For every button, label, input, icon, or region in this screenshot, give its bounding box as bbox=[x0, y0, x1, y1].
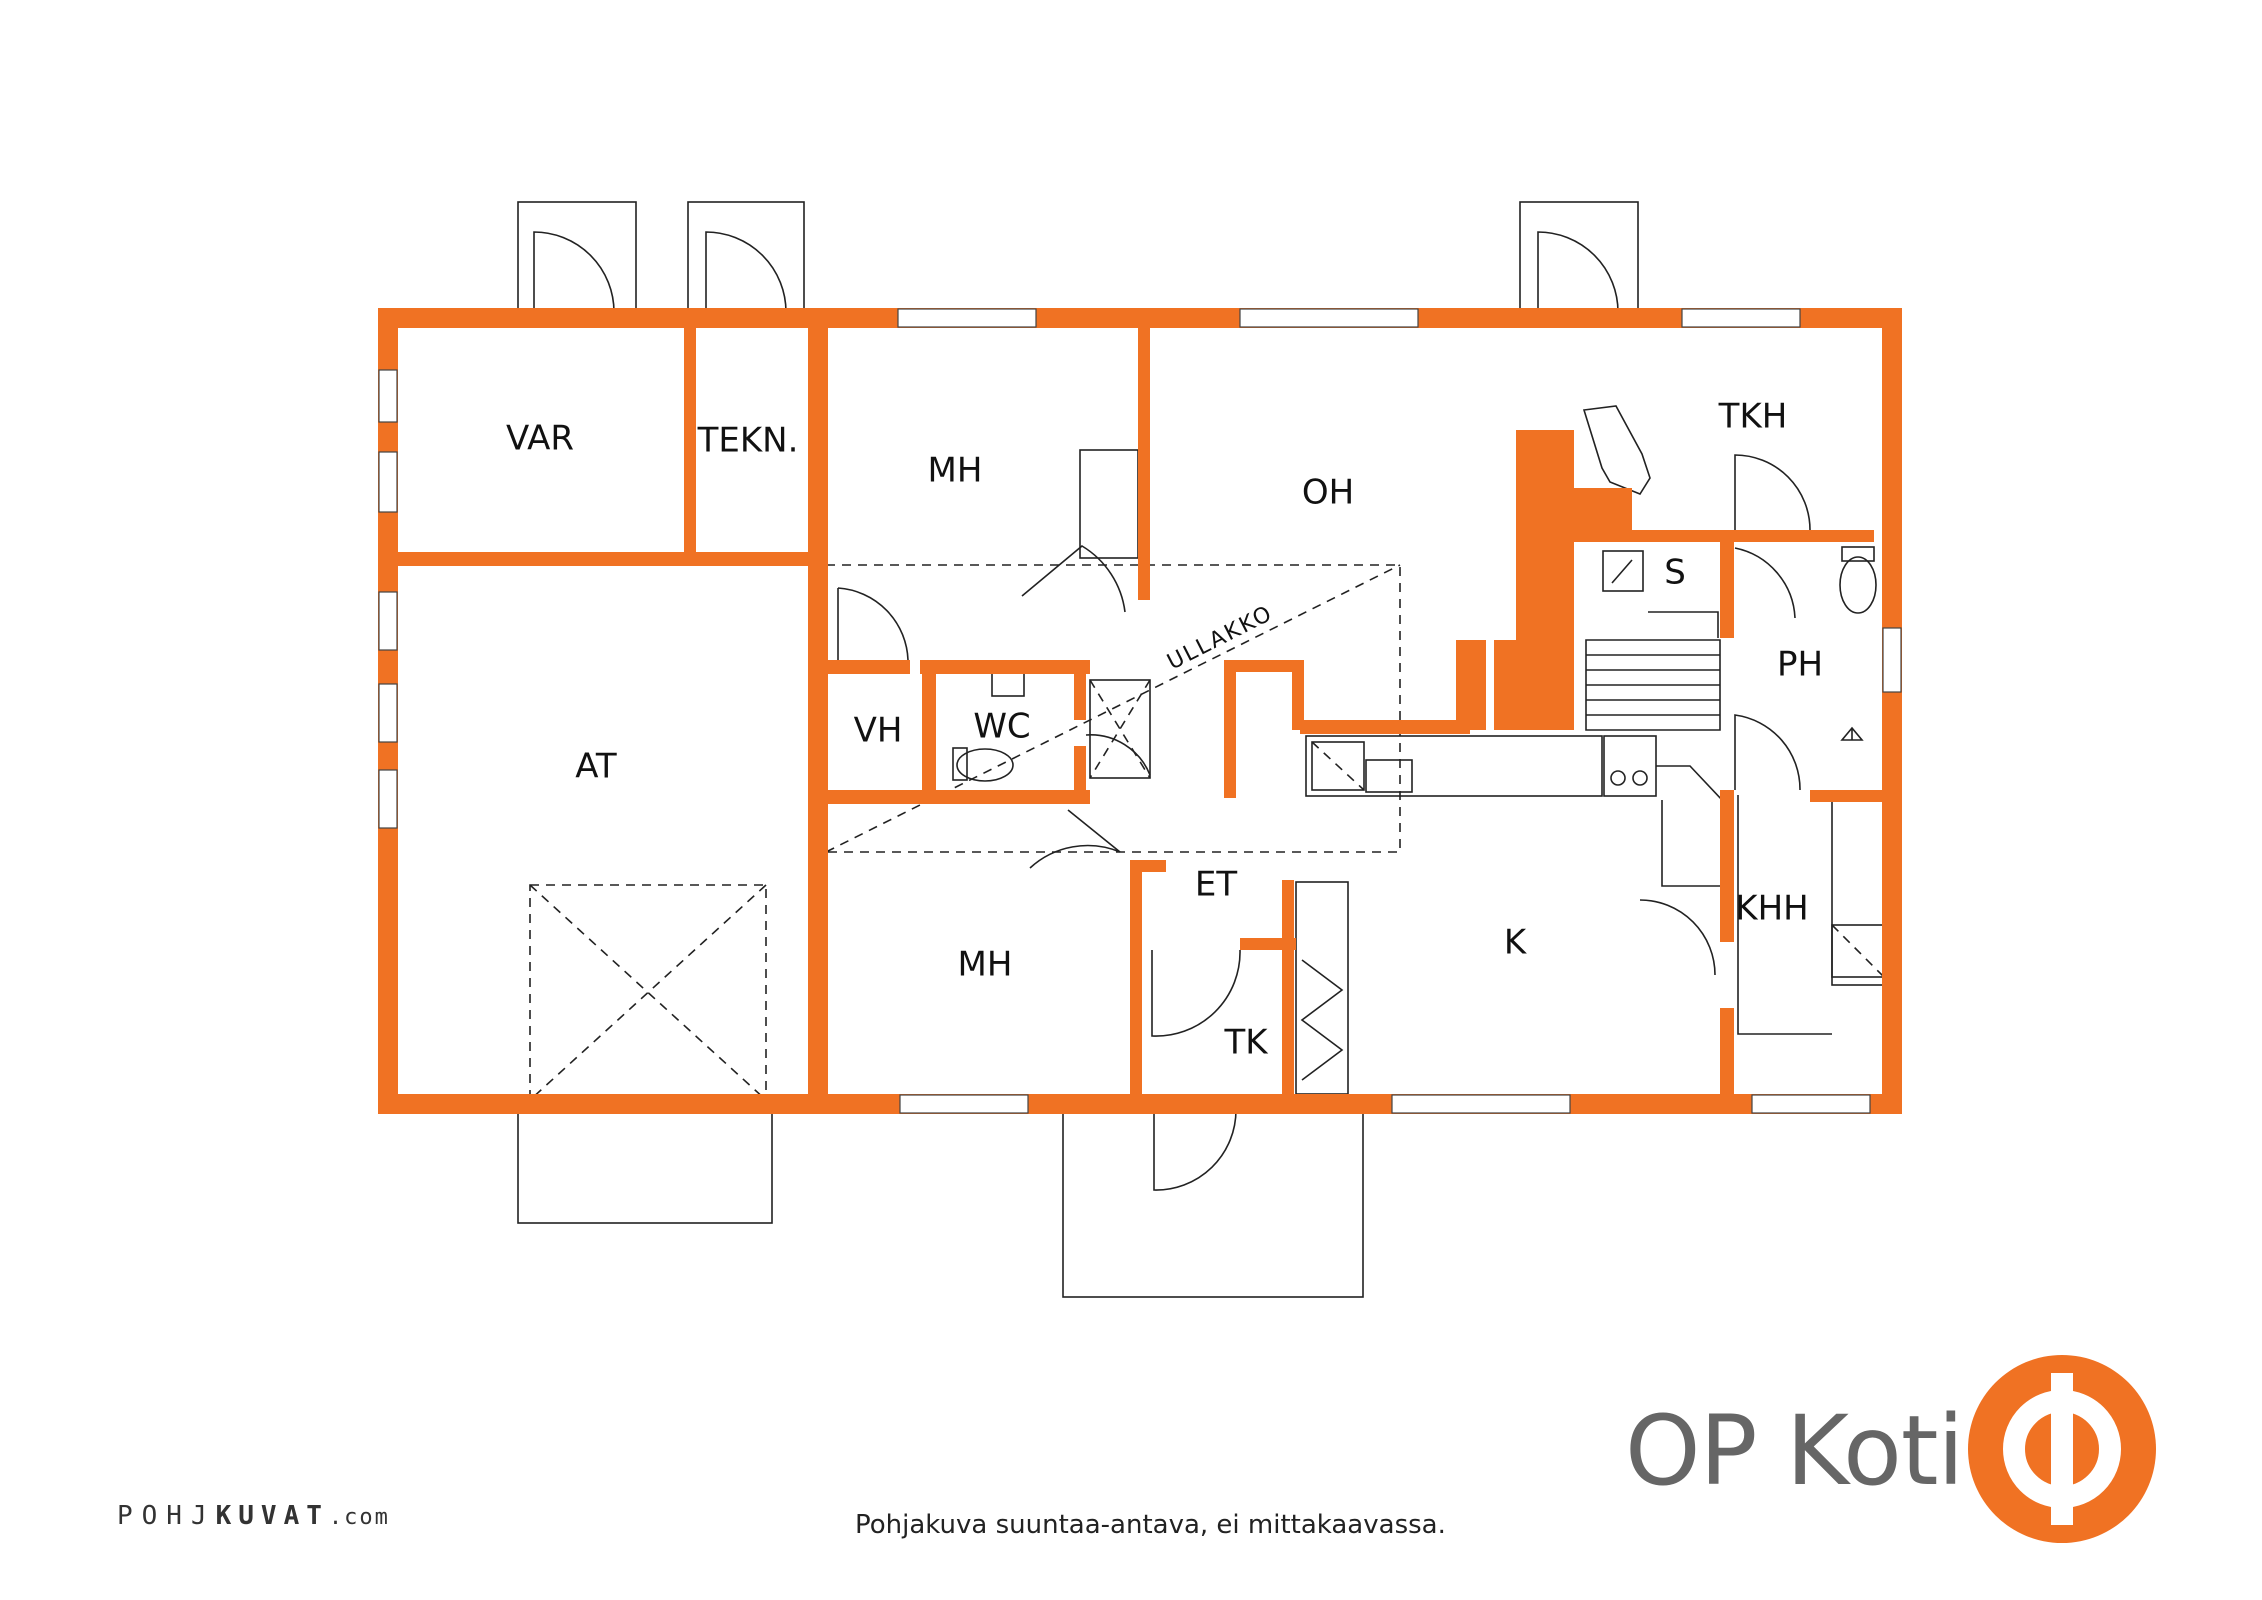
walls bbox=[378, 308, 1902, 1114]
source-right: KUVAT bbox=[215, 1501, 329, 1531]
room-tekn: TEKN. bbox=[697, 421, 799, 461]
pohjakuvat-logo-icon: POHJKUVAT.com bbox=[117, 1501, 390, 1531]
room-at: AT bbox=[575, 747, 617, 787]
room-var: VAR bbox=[506, 419, 574, 459]
room-mh-lower: MH bbox=[958, 945, 1013, 985]
room-s: S bbox=[1664, 553, 1686, 593]
fixtures bbox=[952, 405, 1885, 1095]
room-k: K bbox=[1504, 923, 1528, 963]
room-ph: PH bbox=[1777, 645, 1823, 685]
brand-name: OP Koti bbox=[1625, 1395, 1964, 1507]
room-vh: VH bbox=[854, 711, 903, 751]
room-et: ET bbox=[1195, 865, 1237, 905]
room-mh-upper: MH bbox=[928, 451, 983, 491]
op-logo-icon bbox=[1968, 1355, 2156, 1543]
room-oh: OH bbox=[1302, 473, 1354, 513]
room-tk: TK bbox=[1223, 1023, 1269, 1063]
windows bbox=[378, 308, 1902, 1114]
garage-door-outline bbox=[529, 884, 767, 1101]
doors bbox=[533, 231, 1811, 1191]
attic-outline bbox=[825, 564, 1401, 853]
disclaimer: Pohjakuva suuntaa-antava, ei mittakaavas… bbox=[855, 1510, 1446, 1540]
room-tkh: TKH bbox=[1718, 397, 1788, 437]
source-left: POHJ bbox=[117, 1501, 216, 1531]
source-domain: .com bbox=[328, 1505, 390, 1530]
room-khh: KHH bbox=[1735, 889, 1808, 929]
room-wc: WC bbox=[973, 707, 1030, 747]
